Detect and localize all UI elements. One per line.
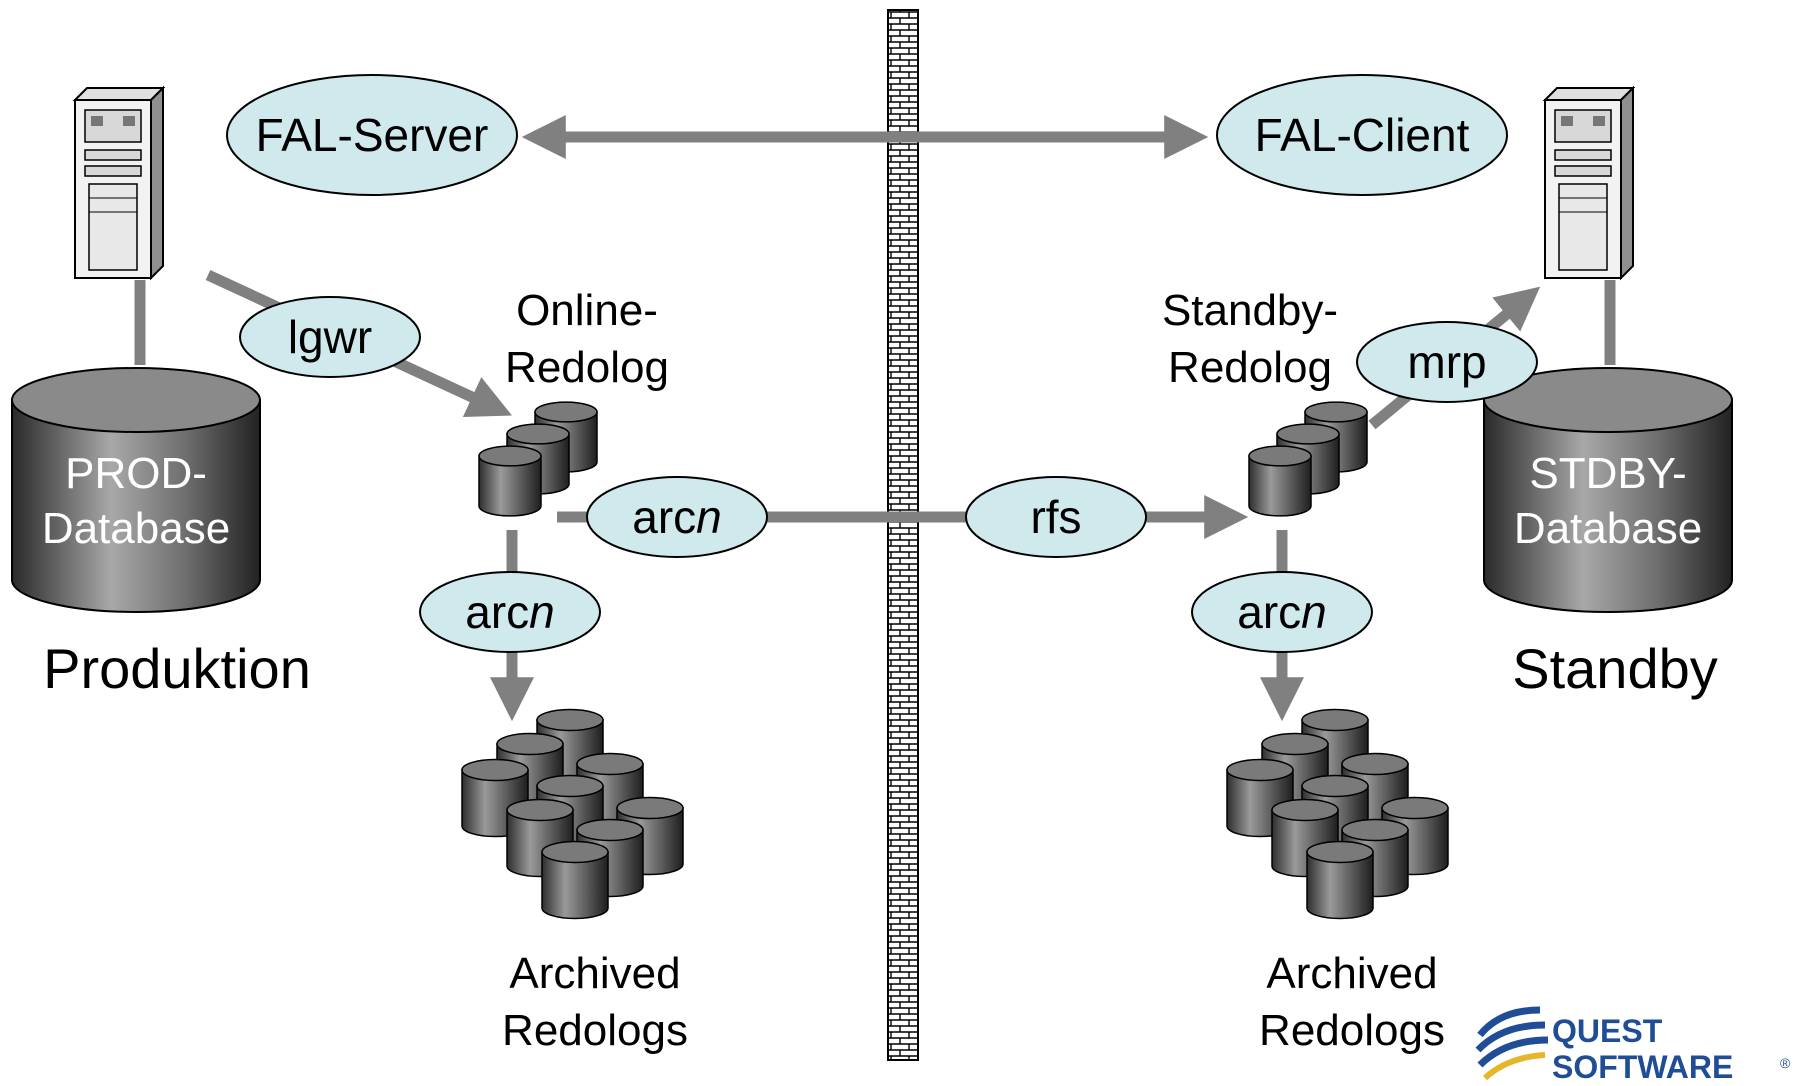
fal-client-label: FAL-Client bbox=[1255, 109, 1470, 161]
lgwr-node: lgwr bbox=[239, 296, 421, 378]
standby-redolog-label-line2: Redolog bbox=[1168, 343, 1332, 392]
svg-text:arcn: arcn bbox=[1237, 586, 1327, 638]
fal-server-label: FAL-Server bbox=[256, 109, 489, 161]
prod-archived-redologs-stack bbox=[461, 708, 684, 920]
redolog-file-icon bbox=[1306, 840, 1374, 920]
standby-database-cylinder: STDBY- Database bbox=[1483, 367, 1733, 613]
arc-suffix: n bbox=[1301, 586, 1327, 638]
logo-line1: QUEST bbox=[1552, 1013, 1663, 1049]
arc-suffix: n bbox=[529, 586, 555, 638]
standby-archived-label-line2: Redologs bbox=[1259, 1006, 1445, 1055]
arc-prefix: arc bbox=[465, 586, 529, 638]
standby-archived-label-line1: Archived bbox=[1266, 949, 1437, 998]
prod-db-label-line2: Database bbox=[42, 504, 230, 553]
arcn-standby-archive-node: arcn bbox=[1191, 571, 1373, 653]
prod-server-icon bbox=[72, 85, 166, 281]
rfs-label: rfs bbox=[1030, 491, 1081, 543]
quest-software-logo: QUEST SOFTWARE ® bbox=[1475, 1006, 1791, 1085]
rfs-node: rfs bbox=[965, 476, 1147, 558]
standby-server-icon bbox=[1542, 85, 1636, 281]
prod-archived-label-line2: Redologs bbox=[502, 1006, 688, 1055]
redolog-file-icon bbox=[541, 840, 609, 920]
fal-client-node: FAL-Client bbox=[1216, 74, 1508, 196]
logo-line2: SOFTWARE bbox=[1552, 1049, 1733, 1085]
online-redolog-label-line2: Redolog bbox=[505, 343, 669, 392]
standby-label: Standby bbox=[1512, 637, 1718, 700]
standby-redolog-stack bbox=[1248, 401, 1368, 517]
prod-archived-label-line1: Archived bbox=[509, 949, 680, 998]
stdby-db-label-line1: STDBY- bbox=[1529, 449, 1686, 498]
svg-text:arcn: arcn bbox=[632, 491, 722, 543]
stdby-db-label-line2: Database bbox=[1514, 504, 1702, 553]
firewall-wall bbox=[887, 9, 919, 1061]
svg-text:arcn: arcn bbox=[465, 586, 555, 638]
fal-server-node: FAL-Server bbox=[226, 74, 518, 196]
mrp-label: mrp bbox=[1407, 336, 1486, 388]
standby-redolog-label-line1: Standby- bbox=[1162, 286, 1338, 335]
online-redolog-label-line1: Online- bbox=[516, 286, 658, 335]
standby-archived-redologs-stack bbox=[1226, 708, 1449, 920]
arcn-prod-archive-node: arcn bbox=[419, 571, 601, 653]
connector-lines bbox=[134, 115, 1616, 722]
arcn-shipping-node: arcn bbox=[586, 476, 768, 558]
logo-registered-mark: ® bbox=[1780, 1055, 1791, 1071]
quest-logo-mark-icon bbox=[1475, 1006, 1549, 1081]
lgwr-label: lgwr bbox=[288, 311, 372, 363]
arc-prefix: arc bbox=[632, 491, 696, 543]
arc-suffix: n bbox=[696, 491, 722, 543]
redolog-file-icon bbox=[478, 445, 542, 517]
mrp-node: mrp bbox=[1356, 321, 1538, 403]
prod-database-cylinder: PROD- Database bbox=[11, 367, 261, 613]
online-redolog-stack bbox=[478, 401, 598, 517]
produktion-label: Produktion bbox=[43, 637, 311, 700]
arc-prefix: arc bbox=[1237, 586, 1301, 638]
redolog-file-icon bbox=[1248, 445, 1312, 517]
prod-db-label-line1: PROD- bbox=[65, 449, 207, 498]
